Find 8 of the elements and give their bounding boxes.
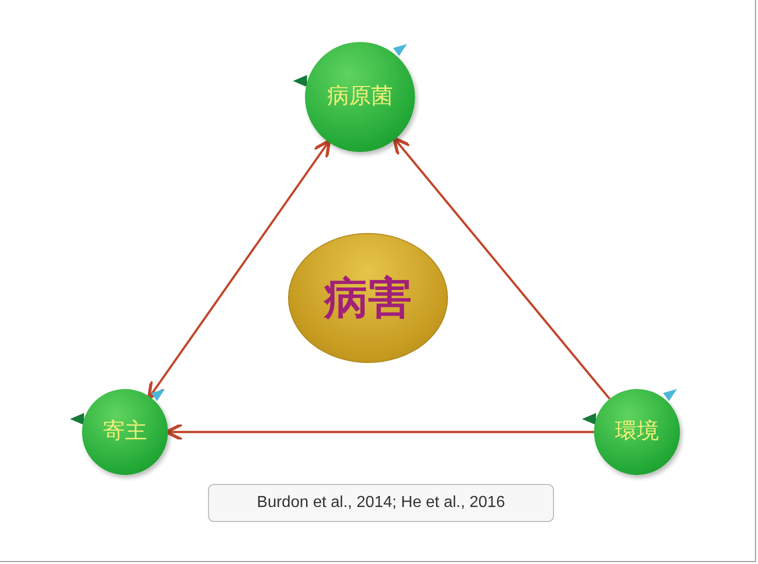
node-label: 環境 [615,418,659,446]
arrow [392,136,610,400]
node-label: 病害 [324,272,412,326]
node-label: 病原菌 [327,83,393,111]
arrow [147,139,331,400]
node-label: 寄主 [103,418,147,446]
node-label: Burdon et al., 2014; He et al., 2016 [256,493,506,513]
citation-box [208,484,554,522]
